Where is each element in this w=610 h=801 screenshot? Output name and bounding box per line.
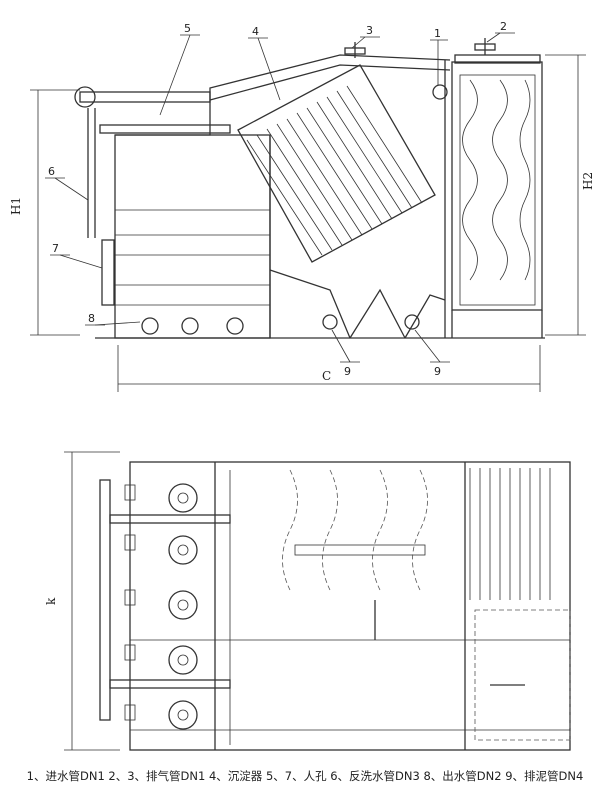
- label-7: 7: [52, 242, 59, 255]
- plan-outline: [129, 461, 571, 751]
- right-filter: [451, 61, 543, 311]
- settler-plates: [237, 64, 436, 263]
- dim-k: k: [44, 597, 58, 605]
- label-6: 6: [48, 165, 55, 178]
- label-3: 3: [366, 24, 373, 37]
- dim-c: C: [322, 369, 331, 383]
- label-8: 8: [88, 312, 95, 325]
- label-5: 5: [184, 22, 191, 35]
- label-9a: 9: [344, 365, 351, 378]
- dim-h2: H2: [581, 172, 595, 190]
- label-2: 2: [500, 20, 507, 33]
- label-1: 1: [434, 27, 441, 40]
- legend-caption: 1、进水管DN1 2、3、排气管DN1 4、沉淀器 5、7、人孔 6、反洗水管D…: [26, 769, 584, 783]
- label-4: 4: [252, 25, 259, 38]
- inlet-pipe: [79, 91, 211, 103]
- dim-h1: H1: [9, 197, 23, 215]
- label-9b: 9: [434, 365, 441, 378]
